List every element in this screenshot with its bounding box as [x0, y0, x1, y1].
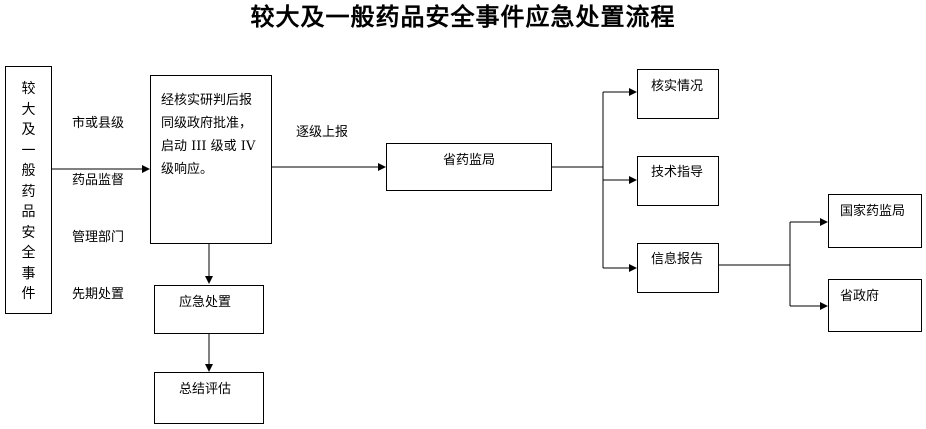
event-char: 品 — [21, 204, 36, 220]
event-char: 及 — [21, 122, 36, 138]
escalate-label: 逐级上报 — [296, 125, 349, 140]
provincial-box: 省药监局 — [386, 143, 552, 191]
left-label-line: 药品监督 — [72, 173, 125, 188]
review-box: 经核实研判后报 同级政府批准， 启动 III 级或 IV 级响应。 — [150, 75, 272, 244]
review-line: 经核实研判后报 — [161, 93, 253, 108]
left-label: 市或县级 药品监督 管理部门 先期处置 — [72, 76, 124, 323]
province-gov-box: 省政府 — [828, 279, 922, 332]
info-box: 信息报告 — [637, 243, 719, 293]
review-line: 级响应。 — [161, 162, 214, 177]
event-char: 大 — [21, 101, 36, 118]
summary-box: 总结评估 — [154, 372, 264, 424]
left-label-line: 先期处置 — [72, 287, 125, 302]
event-char: 安 — [21, 224, 36, 241]
page-title: 较大及一般药品安全事件应急处置流程 — [250, 2, 676, 31]
national-box: 国家药监局 — [828, 194, 922, 248]
tech-box: 技术指导 — [637, 156, 719, 206]
event-char: 事 — [21, 265, 36, 282]
event-char: 全 — [21, 245, 36, 261]
left-label-line: 管理部门 — [72, 230, 125, 245]
verify-box: 核实情况 — [637, 69, 719, 119]
left-label-line: 市或县级 — [72, 116, 125, 131]
event-char: 件 — [21, 286, 36, 302]
review-line: 同级政府批准， — [161, 116, 253, 131]
event-char: 药 — [21, 183, 36, 200]
emergency-box: 应急处置 — [154, 285, 264, 334]
event-char: 一 — [21, 142, 36, 159]
event-char: 较 — [21, 81, 36, 97]
review-line: 启动 III 级或 IV — [161, 139, 256, 154]
event-box: 较 大 及 一 般 药 品 安 全 事 件 — [5, 66, 52, 314]
event-char: 般 — [21, 163, 36, 179]
